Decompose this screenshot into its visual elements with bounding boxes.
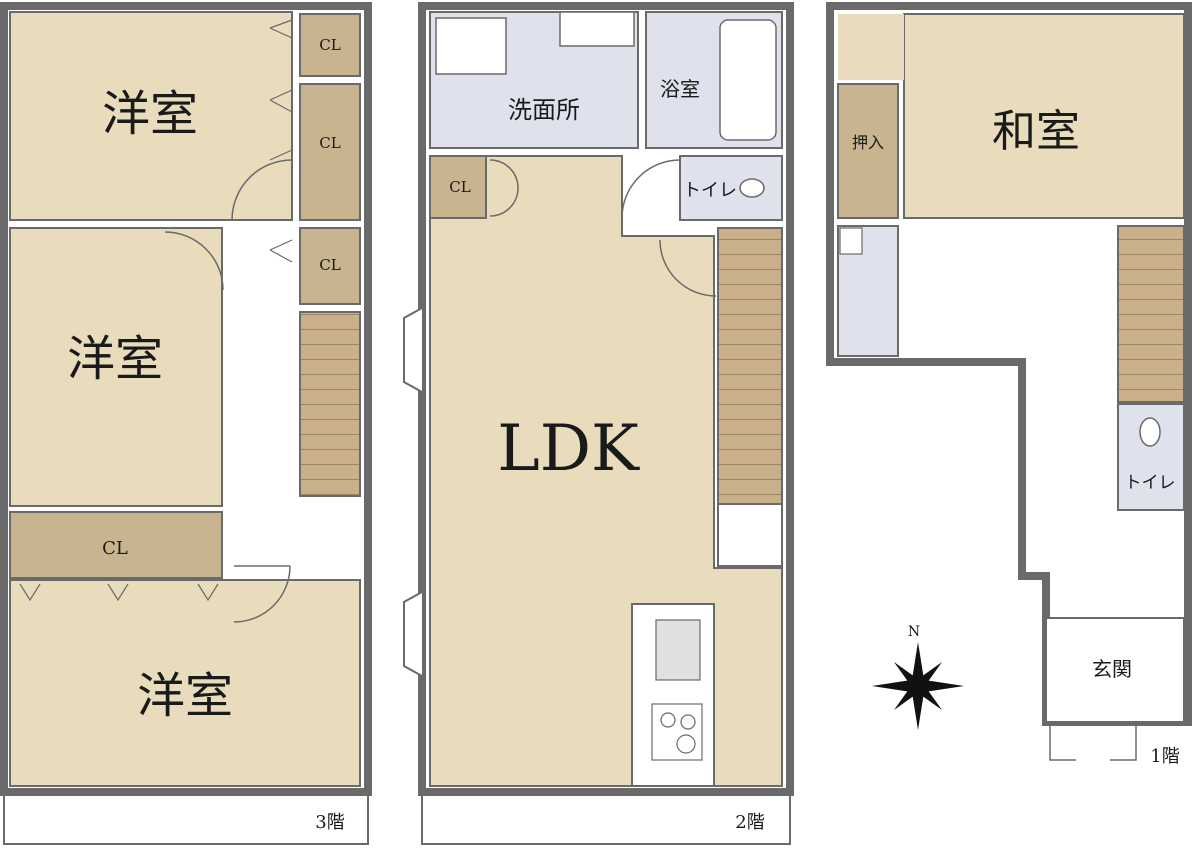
floor3-closet-doors-bottom xyxy=(19,583,219,602)
floor-2: LDK 洗面所 浴室 トイレ CL 2階 xyxy=(403,2,794,845)
floor1-storage xyxy=(837,83,899,219)
floor3-room-mid xyxy=(9,227,223,507)
floor1-toilet-label: トイレ xyxy=(1125,473,1176,493)
floor3-closet-3 xyxy=(299,227,361,305)
floor3-balcony xyxy=(3,791,369,845)
floor1-japanese-room-label: 和室 xyxy=(992,106,1080,157)
floor1-level-label: 1階 xyxy=(1150,746,1179,767)
floor3-stairs xyxy=(299,311,361,497)
floor2-toilet-label: トイレ xyxy=(683,180,737,201)
floor-1: 和室 押入 トイレ 玄関 1階 xyxy=(826,2,1192,767)
floor1-entrance xyxy=(1045,617,1185,723)
floor3-closet-1-label: CL xyxy=(319,36,340,54)
entrance-door xyxy=(1049,724,1137,761)
floor2-level-label: 2階 xyxy=(735,812,764,833)
floor2-door-stairs xyxy=(659,239,717,297)
floor2-stairs xyxy=(717,227,783,505)
floor3-room-mid-label: 洋室 xyxy=(67,331,163,387)
floor3-closet-1 xyxy=(299,13,361,77)
floor3-closet-doors xyxy=(269,19,293,263)
sink-icon xyxy=(655,619,701,681)
floor3-hall xyxy=(230,228,292,558)
floor3-closet-long xyxy=(9,511,223,579)
bay-window-upper xyxy=(403,307,423,393)
compass-north-label: N xyxy=(908,624,920,640)
floor2-stair-landing xyxy=(717,503,783,567)
floor2-balcony xyxy=(421,791,791,845)
floor2-closet xyxy=(429,155,487,219)
compass-icon: N xyxy=(872,624,964,730)
floor3-closet-2-label: CL xyxy=(319,134,340,152)
floor3-door-top xyxy=(231,159,293,221)
floor3-level-label: 3階 xyxy=(315,812,344,833)
bay-window-lower xyxy=(403,591,423,677)
floor3-room-top xyxy=(9,11,293,221)
floor3-closet-long-label: CL xyxy=(102,538,128,559)
floor3-closet-2 xyxy=(299,83,361,221)
floor2-ldk-label: LDK xyxy=(497,412,640,486)
floor2-door-toilet xyxy=(621,159,681,219)
floor1-storage-label: 押入 xyxy=(852,133,884,152)
floor1-japanese-room xyxy=(903,13,1185,219)
floor3-door-mid xyxy=(164,231,224,291)
burner-icon xyxy=(676,734,696,754)
floor1-sink-icon xyxy=(839,227,863,255)
floor3-room-top-label: 洋室 xyxy=(102,86,198,142)
floor2-door-closet xyxy=(489,159,519,217)
floor2-toilet xyxy=(679,155,783,221)
burner-icon xyxy=(680,714,696,730)
floor2-bathroom-label: 浴室 xyxy=(660,77,700,101)
floor1-japanese-room-nook xyxy=(838,14,904,80)
stove-icon xyxy=(651,703,703,761)
bathtub-icon xyxy=(719,19,777,141)
shower-icon xyxy=(435,17,507,75)
washbasin-icon xyxy=(559,11,635,47)
floor3-door-bottom xyxy=(233,565,291,623)
toilet-icon xyxy=(1139,417,1161,447)
floor3-room-bottom-label: 洋室 xyxy=(137,668,233,724)
floor2-washroom-label: 洗面所 xyxy=(508,96,580,124)
floor3-room-bottom xyxy=(9,579,361,787)
floor1-stairs xyxy=(1117,225,1185,403)
floor-3: 洋室 洋室 洋室 CL CL CL CL 3階 xyxy=(0,2,372,845)
floor2-closet-label: CL xyxy=(449,178,470,196)
floor3-closet-3-label: CL xyxy=(319,256,340,274)
burner-icon xyxy=(660,712,676,728)
toilet-icon xyxy=(739,178,765,198)
floor1-entrance-label: 玄関 xyxy=(1092,657,1132,681)
